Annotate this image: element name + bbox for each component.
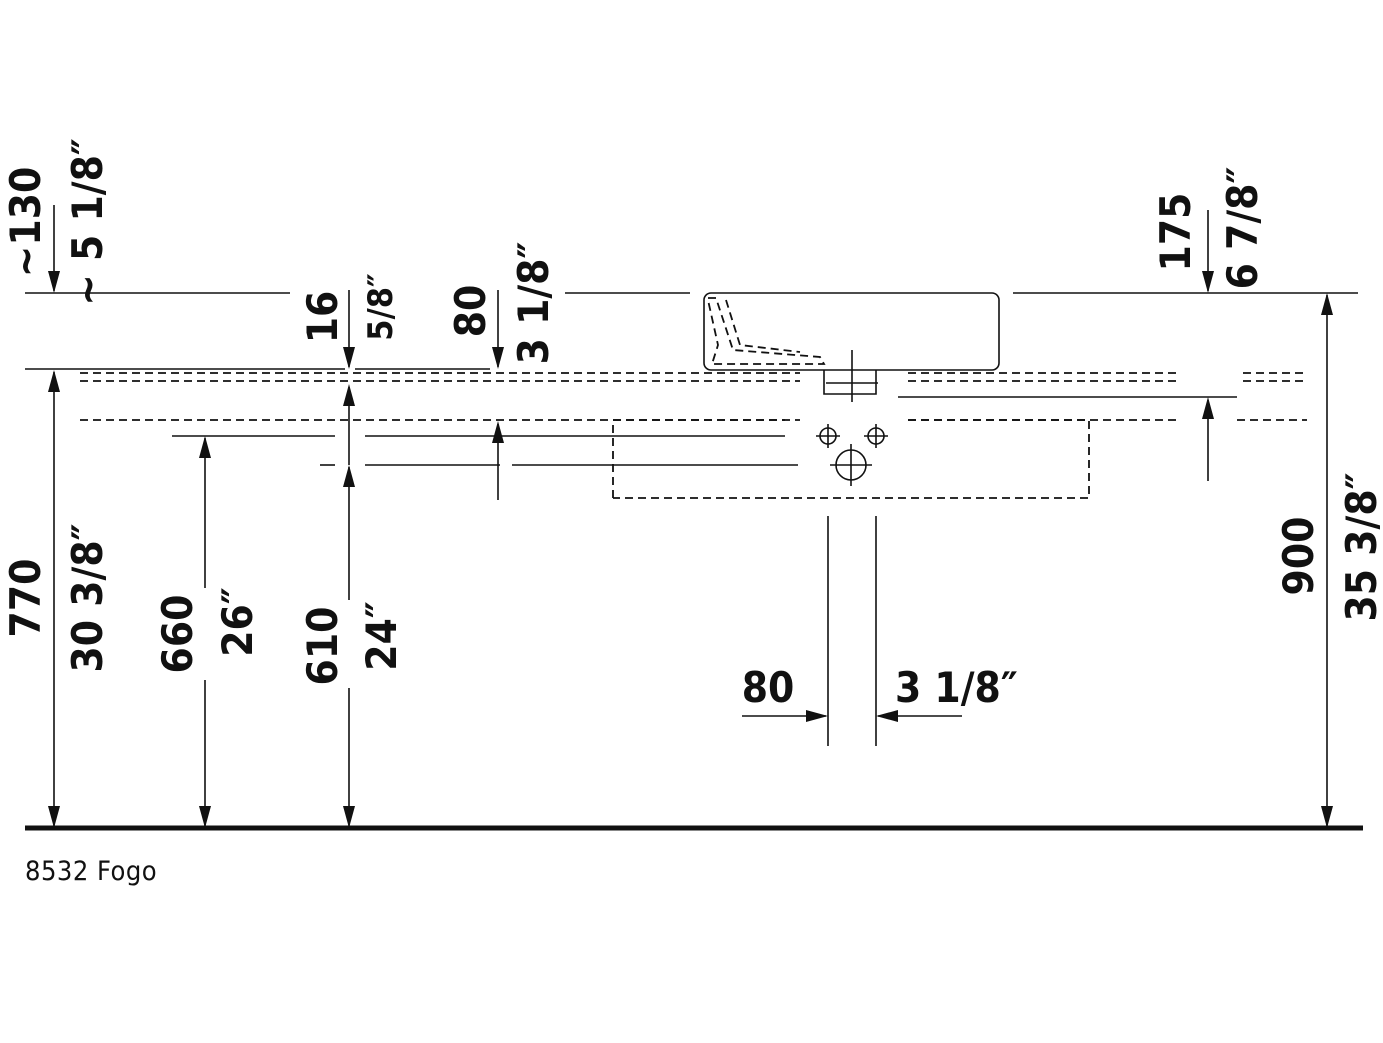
dim-900-in: 35 3/8″: [1337, 473, 1383, 622]
dim-175-arrow: [1202, 210, 1214, 481]
dim-16-in: 5/8″: [361, 273, 401, 340]
drawer-outline: [612, 419, 1090, 499]
dim-660-mm: 660: [153, 595, 202, 674]
drain-pipe: [827, 516, 877, 746]
dim-770-mm: 770: [1, 559, 50, 638]
basin: [703, 292, 1000, 402]
drain-width-dimension: [742, 710, 962, 722]
height-reference-lines: [172, 435, 798, 466]
dim-80-mm: 80: [446, 285, 495, 338]
dim-16-mm: 16: [298, 291, 347, 344]
dim-900-arrow: [1321, 293, 1333, 828]
dim-770-arrow: [48, 370, 60, 828]
dim-900-mm: 900: [1274, 517, 1323, 596]
model-caption: 8532 Fogo: [25, 856, 157, 887]
dim-610-in: 24″: [357, 601, 406, 670]
dim-660-in: 26″: [213, 587, 262, 656]
dim-80-arrow: [492, 290, 504, 500]
pipe-holes: [816, 424, 888, 486]
dim-660-arrow: [199, 436, 211, 828]
dim-175-in: 6 7/8″: [1218, 167, 1267, 290]
dim-770-in: 30 3/8″: [63, 524, 112, 673]
dim-130-arrow: [48, 205, 60, 293]
dim-80-in: 3 1/8″: [509, 242, 558, 365]
dim-175-mm: 175: [1151, 193, 1200, 272]
drain-width-in: 3 1/8″: [895, 663, 1018, 712]
dim-130-mm: ~130: [1, 167, 50, 278]
dim-16-arrow: [343, 290, 355, 465]
dim-130-in: ~ 5 1/8″: [63, 138, 112, 306]
drain-width-mm: 80: [742, 663, 795, 712]
dim-610-mm: 610: [298, 607, 347, 686]
dim-610-arrow: [343, 465, 355, 828]
